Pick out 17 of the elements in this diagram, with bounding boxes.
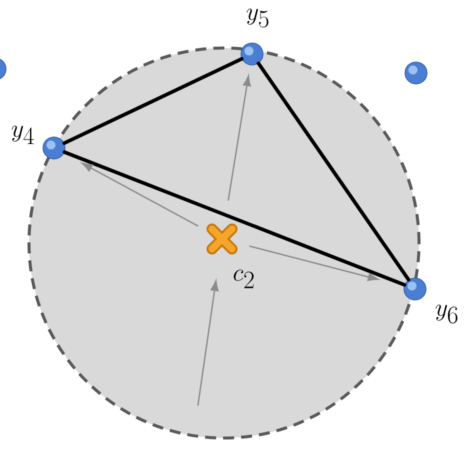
line [62, 150, 406, 287]
point [240, 42, 264, 66]
arrow [249, 246, 378, 281]
line [256, 62, 410, 282]
arrow [228, 76, 251, 201]
point [0, 58, 6, 80]
point [404, 62, 428, 84]
point [404, 278, 426, 300]
arrow [82, 162, 198, 227]
point-label: $y_6$ [436, 304, 458, 324]
arrow [197, 280, 219, 406]
point-label: $y_5$ [246, 8, 268, 28]
point-label: $c_2$ [234, 270, 254, 288]
point-label: $y_4$ [12, 126, 34, 144]
cross-marker [206, 224, 238, 254]
line [62, 57, 244, 145]
point [42, 136, 66, 160]
